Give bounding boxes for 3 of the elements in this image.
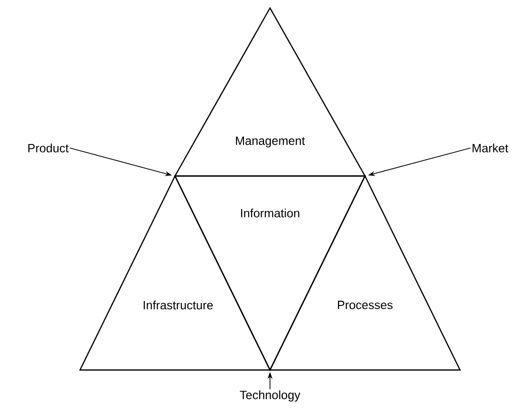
label-text: Market [472, 144, 508, 152]
label-text: Product [28, 144, 69, 152]
label-text: Technology [240, 390, 300, 402]
